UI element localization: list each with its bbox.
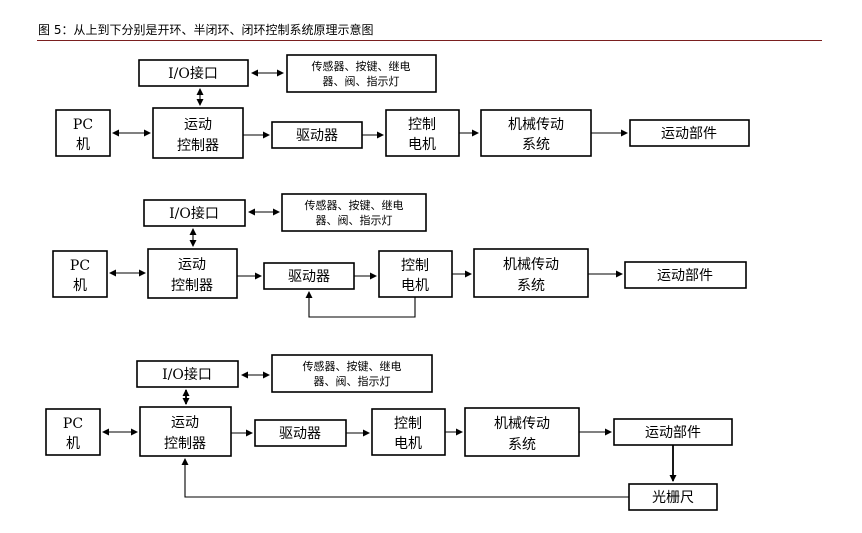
svg-text:运动: 运动: [178, 257, 206, 273]
mechanical-transmission-box: 机械传动 系统: [480, 109, 592, 157]
figure-caption: 图 5：从上到下分别是开环、半闭环、闭环控制系统原理示意图: [38, 23, 374, 37]
svg-text:机械传动: 机械传动: [508, 117, 564, 133]
svg-text:驱动器: 驱动器: [288, 269, 330, 285]
semi-closed-loop-diagram: I/O接口 传感器、按键、继电 器、阀、指示灯 PC 机 运动 控制器 驱动器 …: [52, 193, 747, 318]
svg-text:驱动器: 驱动器: [279, 426, 321, 442]
svg-text:系统: 系统: [517, 278, 545, 294]
svg-text:PC: PC: [73, 117, 93, 133]
svg-text:驱动器: 驱动器: [296, 128, 338, 144]
svg-text:传感器、按键、继电: 传感器、按键、继电: [305, 198, 404, 212]
driver-box: 驱动器: [254, 419, 347, 447]
svg-text:运动部件: 运动部件: [645, 425, 701, 441]
svg-text:电机: 电机: [394, 436, 422, 452]
driver-box: 驱动器: [271, 121, 363, 149]
svg-text:系统: 系统: [522, 137, 550, 153]
svg-text:机: 机: [73, 278, 87, 294]
svg-text:电机: 电机: [401, 278, 429, 294]
pc-box: PC 机: [55, 109, 111, 157]
svg-text:运动: 运动: [171, 415, 199, 431]
svg-text:控制: 控制: [408, 117, 436, 133]
mechanical-transmission-box: 机械传动 系统: [464, 407, 580, 457]
pc-box: PC 机: [52, 250, 108, 298]
svg-text:控制器: 控制器: [177, 138, 219, 154]
svg-text:I/O接口: I/O接口: [169, 205, 219, 222]
moving-part-box: 运动部件: [624, 261, 747, 289]
svg-text:机械传动: 机械传动: [494, 416, 550, 432]
svg-text:器、阀、指示灯: 器、阀、指示灯: [314, 374, 391, 388]
svg-text:机: 机: [76, 137, 90, 153]
svg-text:控制: 控制: [394, 416, 422, 432]
motor-feedback-loop: [305, 291, 416, 318]
io-interface-box: I/O接口: [143, 199, 246, 227]
svg-text:控制器: 控制器: [164, 436, 206, 452]
svg-text:器、阀、指示灯: 器、阀、指示灯: [323, 74, 400, 88]
svg-text:光栅尺: 光栅尺: [652, 490, 694, 506]
svg-text:传感器、按键、继电: 传感器、按键、继电: [312, 59, 411, 73]
svg-text:I/O接口: I/O接口: [168, 65, 218, 82]
svg-text:运动部件: 运动部件: [661, 126, 717, 142]
svg-text:PC: PC: [63, 416, 83, 432]
sensors-box: 传感器、按键、继电 器、阀、指示灯: [271, 354, 433, 393]
open-loop-diagram: I/O接口 传感器、按键、继电 器、阀、指示灯 PC 机 运动 控制器 驱动器 …: [55, 54, 750, 159]
closed-loop-diagram: I/O接口 传感器、按键、继电 器、阀、指示灯 PC 机 运动 控制器 驱动器 …: [45, 354, 733, 511]
io-interface-box: I/O接口: [138, 59, 249, 87]
motion-controller-box: 运动 控制器: [139, 406, 232, 457]
mechanical-transmission-box: 机械传动 系统: [473, 248, 589, 298]
moving-part-box: 运动部件: [629, 119, 750, 147]
svg-text:器、阀、指示灯: 器、阀、指示灯: [316, 213, 393, 227]
driver-box: 驱动器: [263, 262, 355, 290]
svg-text:机械传动: 机械传动: [503, 257, 559, 273]
svg-text:PC: PC: [70, 258, 90, 274]
pc-box: PC 机: [45, 408, 101, 456]
svg-text:控制: 控制: [401, 258, 429, 274]
grating-feedback-loop: [181, 458, 629, 498]
svg-text:系统: 系统: [508, 437, 536, 453]
svg-text:电机: 电机: [408, 137, 436, 153]
grating-ruler-box: 光栅尺: [628, 483, 718, 511]
svg-text:机: 机: [66, 436, 80, 452]
io-interface-box: I/O接口: [136, 360, 239, 388]
caption-divider: [37, 40, 822, 41]
svg-text:控制器: 控制器: [171, 278, 213, 294]
servo-motor-box: 控制 电机: [378, 250, 453, 298]
motion-controller-box: 运动 控制器: [147, 248, 238, 299]
sensors-box: 传感器、按键、继电 器、阀、指示灯: [281, 193, 427, 232]
svg-text:I/O接口: I/O接口: [162, 366, 212, 383]
svg-text:运动: 运动: [184, 117, 212, 133]
sensors-box: 传感器、按键、继电 器、阀、指示灯: [286, 54, 437, 93]
servo-motor-box: 控制 电机: [385, 109, 460, 157]
svg-text:运动部件: 运动部件: [657, 268, 713, 284]
moving-part-box: 运动部件: [613, 418, 733, 446]
servo-motor-box: 控制 电机: [371, 408, 446, 456]
motion-controller-box: 运动 控制器: [152, 107, 244, 159]
svg-text:传感器、按键、继电: 传感器、按键、继电: [303, 359, 402, 373]
